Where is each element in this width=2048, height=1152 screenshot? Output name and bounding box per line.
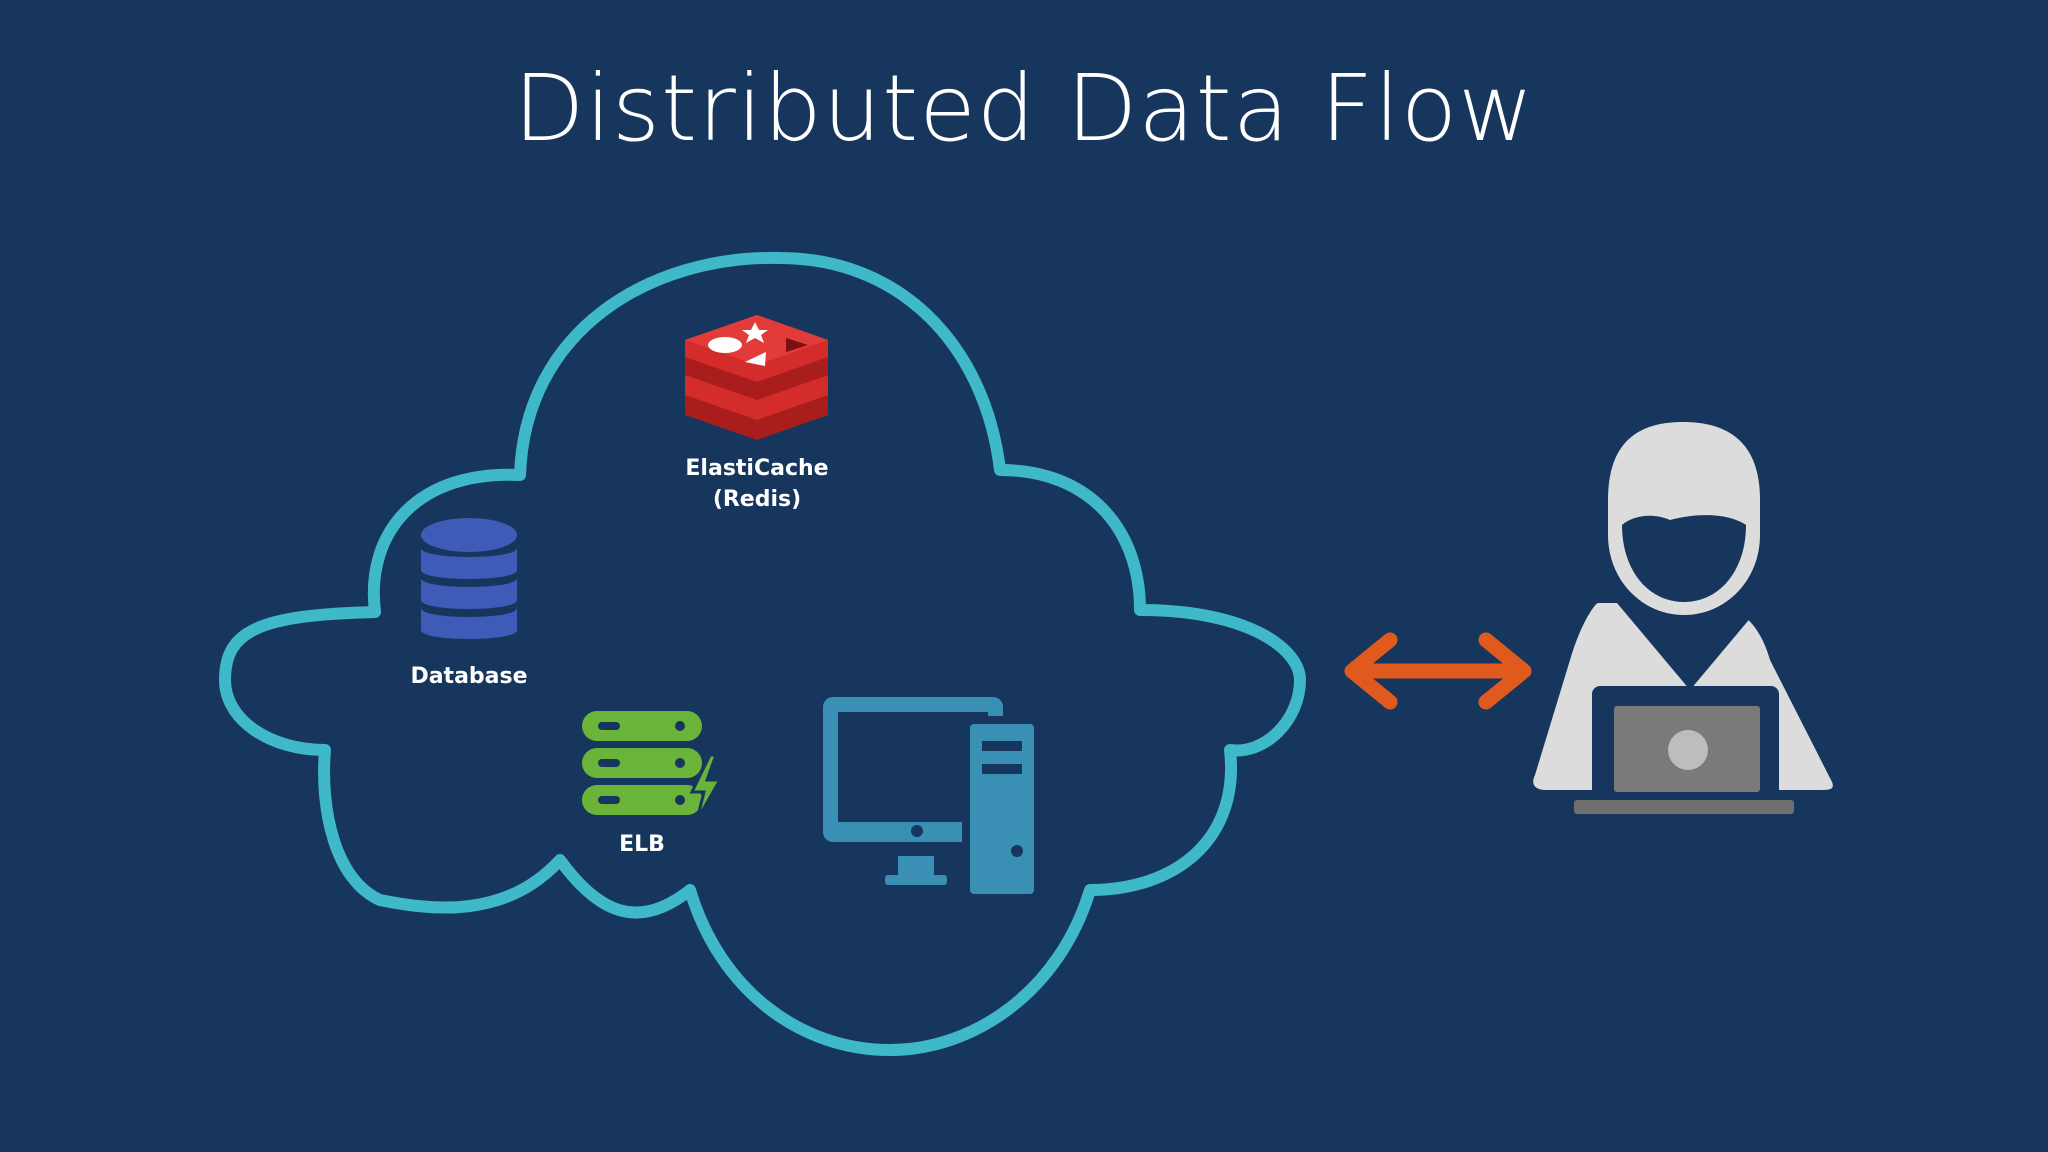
database-label: Database [410, 664, 527, 689]
elasticache-label-line1: ElastiCache [685, 456, 828, 481]
user-laptop-icon [1533, 422, 1833, 814]
database-icon [421, 518, 517, 639]
bidirectional-arrow-icon [1344, 632, 1532, 710]
elasticache-label-line2: (Redis) [713, 487, 801, 512]
cloud-outline [219, 251, 1306, 1056]
page-title: Distributed Data Flow [513, 55, 1535, 162]
desktop-computer-icon [823, 697, 1042, 902]
redis-icon [685, 315, 828, 440]
load-balancer-icon [582, 711, 723, 821]
elb-label: ELB [619, 832, 665, 857]
